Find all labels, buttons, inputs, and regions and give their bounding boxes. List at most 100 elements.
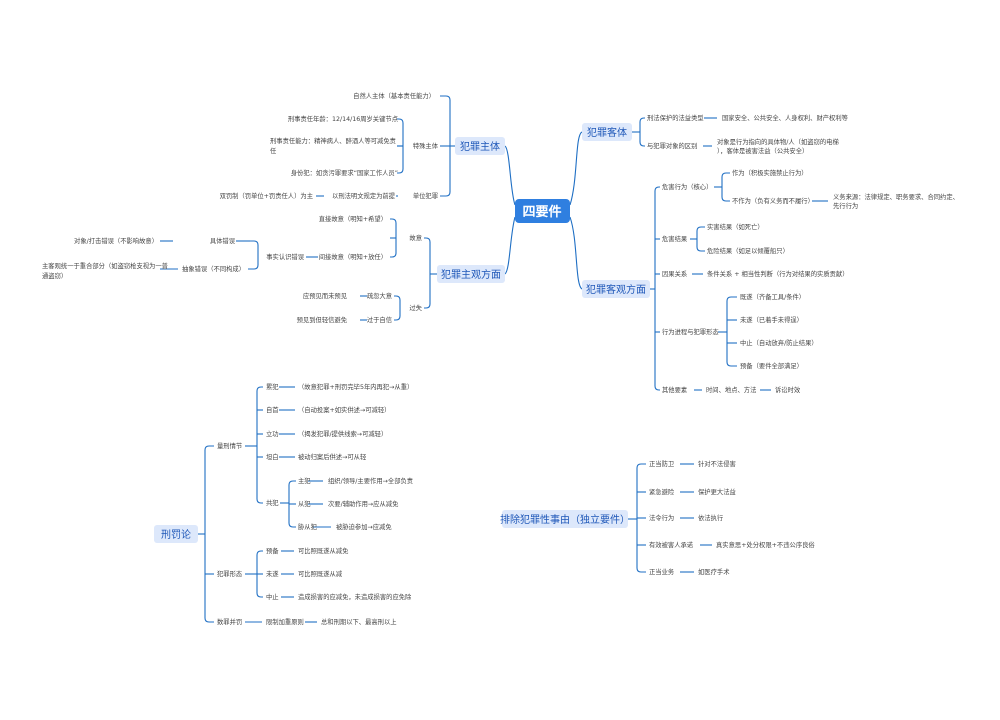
exclusion-val-2[interactable]: 依法执行 bbox=[698, 513, 724, 522]
subjective-overconfident[interactable]: 过于自信 bbox=[367, 315, 392, 324]
exclusion-key-2[interactable]: 法令行为 bbox=[649, 513, 674, 522]
connector bbox=[440, 95, 451, 101]
subject-age[interactable]: 刑事责任年龄：12/14/16周岁关键节点 bbox=[288, 114, 398, 123]
penalty-merit[interactable]: 立功 bbox=[266, 429, 279, 438]
objective-omission[interactable]: 不作为（负有义务而不履行） bbox=[732, 196, 814, 205]
penalty-secondary-v[interactable]: 次要/辅助作用→应从减免 bbox=[328, 499, 399, 508]
objective-other-b[interactable]: 诉讼时效 bbox=[775, 385, 801, 394]
object-r1[interactable]: 刑法保护的法益类型 bbox=[647, 113, 704, 122]
branch-penalty[interactable]: 刑罚论 bbox=[154, 525, 198, 543]
exclusion-key-4[interactable]: 正当业务 bbox=[649, 567, 675, 576]
subjective-intent[interactable]: 故意 bbox=[409, 233, 422, 242]
connector bbox=[256, 592, 263, 598]
subject-capacity-1[interactable]: 刑事责任能力：精神病人、醉酒人等可减免责 bbox=[270, 136, 396, 145]
exclusion-key-1[interactable]: 紧急避险 bbox=[649, 487, 675, 496]
exclusion-val-4[interactable]: 如医疗手术 bbox=[698, 567, 730, 576]
penalty-secondary[interactable]: 从犯 bbox=[298, 499, 311, 508]
connector bbox=[721, 172, 730, 178]
object-r2[interactable]: 与犯罪对象的区别 bbox=[647, 141, 697, 150]
objective-causal-value[interactable]: 条件关系 + 相当性判断（行为对结果的实质贡献） bbox=[707, 269, 849, 278]
subjective-direct[interactable]: 直接故意（明知+希望） bbox=[319, 214, 387, 223]
objective-result[interactable]: 危害结果 bbox=[662, 234, 688, 243]
object-r1-value[interactable]: 国家安全、公共安全、人身权利、财产权利等 bbox=[722, 113, 849, 122]
objective-causal[interactable]: 因果关系 bbox=[662, 269, 687, 278]
subjective-abstract-note-1[interactable]: 主客观统一于重合部分（如盗窃枪支视为一普 bbox=[42, 261, 168, 270]
penalty-stop-v[interactable]: 造成损害的应减免，未造成损害的应免除 bbox=[298, 592, 412, 601]
penalty-combine-b[interactable]: 总和刑期以下、最高刑以上 bbox=[321, 617, 397, 626]
penalty-accomplice[interactable]: 共犯 bbox=[266, 498, 279, 507]
subject-unit[interactable]: 单位犯罪 bbox=[413, 191, 438, 200]
objective-other-a[interactable]: 时间、地点、方法 bbox=[706, 385, 756, 394]
objective-prepare[interactable]: 预备（要件全部满足） bbox=[740, 361, 803, 370]
subject-natural[interactable]: 自然人主体（基本责任能力） bbox=[353, 91, 435, 100]
objective-danger[interactable]: 危险结果（如足以倾覆船只） bbox=[707, 246, 789, 255]
penalty-recidivism-v[interactable]: （故意犯罪+刑罚完毕5年内再犯→从重） bbox=[298, 382, 413, 391]
object-r2-value-1[interactable]: 对象是行为指向的具体物/人（如盗窃的电梯 bbox=[717, 137, 839, 146]
penalty-confess-v[interactable]: 被动归案后供述→可从轻 bbox=[298, 452, 367, 461]
objective-done[interactable]: 既遂（齐备工具/条件） bbox=[740, 292, 805, 301]
penalty-principal[interactable]: 主犯 bbox=[298, 476, 311, 485]
exclusion-key-3[interactable]: 有效被害人承诺 bbox=[649, 540, 694, 549]
penalty-form[interactable]: 犯罪形态 bbox=[217, 569, 243, 578]
subjective-negligence[interactable]: 过失 bbox=[409, 303, 422, 312]
penalty-confess[interactable]: 坦白 bbox=[266, 452, 279, 461]
penalty-coerced-v[interactable]: 被胁迫参加→应减免 bbox=[336, 522, 392, 531]
penalty-coerced[interactable]: 胁从犯 bbox=[298, 522, 318, 531]
subjective-overconfident-note[interactable]: 预见到但轻信避免 bbox=[297, 315, 348, 324]
objective-duty-1[interactable]: 义务来源：法律规定、职务要求、合同约定、 bbox=[833, 192, 959, 201]
connector bbox=[696, 226, 705, 232]
root-node[interactable]: 四要件 bbox=[515, 199, 570, 223]
penalty-sentencing[interactable]: 量刑情节 bbox=[217, 441, 242, 450]
objective-actual[interactable]: 实害结果（如死亡） bbox=[707, 222, 764, 231]
subject-special[interactable]: 特殊主体 bbox=[413, 141, 439, 150]
penalty-combine[interactable]: 数罪并罚 bbox=[217, 617, 242, 626]
exclusion-val-0[interactable]: 针对不法侵害 bbox=[698, 459, 736, 468]
objective-act[interactable]: 作为（积极实施禁止行为） bbox=[732, 168, 808, 177]
connector bbox=[696, 246, 705, 252]
subject-unit-a[interactable]: 以刑法明文规定为前提 bbox=[332, 191, 396, 200]
objective-stage[interactable]: 行为进程与犯罪形态 bbox=[662, 327, 719, 336]
object-r2-value-2[interactable]: ），客体是被害法益（公共安全） bbox=[717, 146, 808, 155]
penalty-att[interactable]: 未遂 bbox=[266, 569, 279, 578]
penalty-recidivism[interactable]: 累犯 bbox=[266, 382, 279, 391]
branch-object[interactable]: 犯罪客体 bbox=[582, 123, 632, 141]
objective-duty-2[interactable]: 先行行为 bbox=[833, 201, 858, 210]
penalty-principal-v[interactable]: 组织/领导/主要作用→全部负责 bbox=[328, 476, 413, 485]
subjective-indirect[interactable]: 间接故意（明知+放任） bbox=[319, 252, 387, 261]
connector bbox=[256, 498, 263, 504]
objective-attempt[interactable]: 未遂（已着手未得逞） bbox=[740, 315, 803, 324]
exclusion-key-0[interactable]: 正当防卫 bbox=[649, 459, 674, 468]
subjective-abstract-note-2[interactable]: 通盗窃） bbox=[42, 271, 67, 280]
objective-suspend[interactable]: 中止（自动放弃/防止结果） bbox=[740, 338, 818, 347]
svg-text:刑罚论: 刑罚论 bbox=[161, 528, 191, 541]
subjective-concrete[interactable]: 具体错误 bbox=[210, 236, 236, 245]
objective-other[interactable]: 其他要素 bbox=[662, 385, 687, 394]
penalty-prep-v[interactable]: 可比照既遂从减免 bbox=[298, 546, 349, 555]
subjective-careless-note[interactable]: 应预见而未预见 bbox=[303, 291, 347, 300]
exclusion-val-3[interactable]: 真实意思+处分权限+不违公序良俗 bbox=[716, 540, 815, 549]
penalty-stop[interactable]: 中止 bbox=[266, 592, 279, 601]
penalty-att-v[interactable]: 可比照既遂从减 bbox=[298, 569, 343, 578]
branch-subject[interactable]: 犯罪主体 bbox=[455, 137, 505, 155]
object-details: 刑法保护的法益类型 国家安全、公共安全、人身权利、财产权利等 与犯罪对象的区别 … bbox=[647, 113, 849, 155]
subjective-error[interactable]: 事实认识错误 bbox=[266, 252, 304, 261]
branch-objective[interactable]: 犯罪客观方面 bbox=[582, 280, 650, 298]
subjective-concrete-note[interactable]: 对象/打击错误（不影响故意） bbox=[74, 236, 158, 245]
branch-subjective[interactable]: 犯罪主观方面 bbox=[437, 265, 505, 283]
penalty-merit-v[interactable]: （揭发犯罪/提供线索→可减轻） bbox=[298, 429, 387, 438]
subject-unit-b[interactable]: 双罚制（罚单位+罚责任人）为主 bbox=[220, 191, 313, 200]
subjective-careless[interactable]: 疏忽大意 bbox=[367, 291, 392, 300]
penalty-combine-a[interactable]: 限制加重原则 bbox=[266, 617, 304, 626]
subject-identity[interactable]: 身份犯：如贪污罪要求“国家工作人员” bbox=[291, 168, 398, 177]
penalty-surrender[interactable]: 自首 bbox=[266, 405, 279, 414]
objective-behavior[interactable]: 危害行为（核心） bbox=[662, 182, 712, 191]
exclusion-val-1[interactable]: 保护更大法益 bbox=[698, 487, 736, 496]
branch-exclusion[interactable]: 排除犯罪性事由（独立要件） bbox=[500, 510, 630, 528]
subject-capacity-2[interactable]: 任 bbox=[270, 146, 277, 155]
penalty-prep[interactable]: 预备 bbox=[266, 546, 279, 555]
connector bbox=[636, 567, 646, 573]
connector bbox=[397, 118, 404, 124]
penalty-surrender-v[interactable]: （自动投案+如实供述→可减轻） bbox=[298, 405, 390, 414]
svg-text:排除犯罪性事由（独立要件）: 排除犯罪性事由（独立要件） bbox=[500, 513, 630, 526]
subjective-abstract[interactable]: 抽象错误（不同构成） bbox=[182, 264, 245, 273]
